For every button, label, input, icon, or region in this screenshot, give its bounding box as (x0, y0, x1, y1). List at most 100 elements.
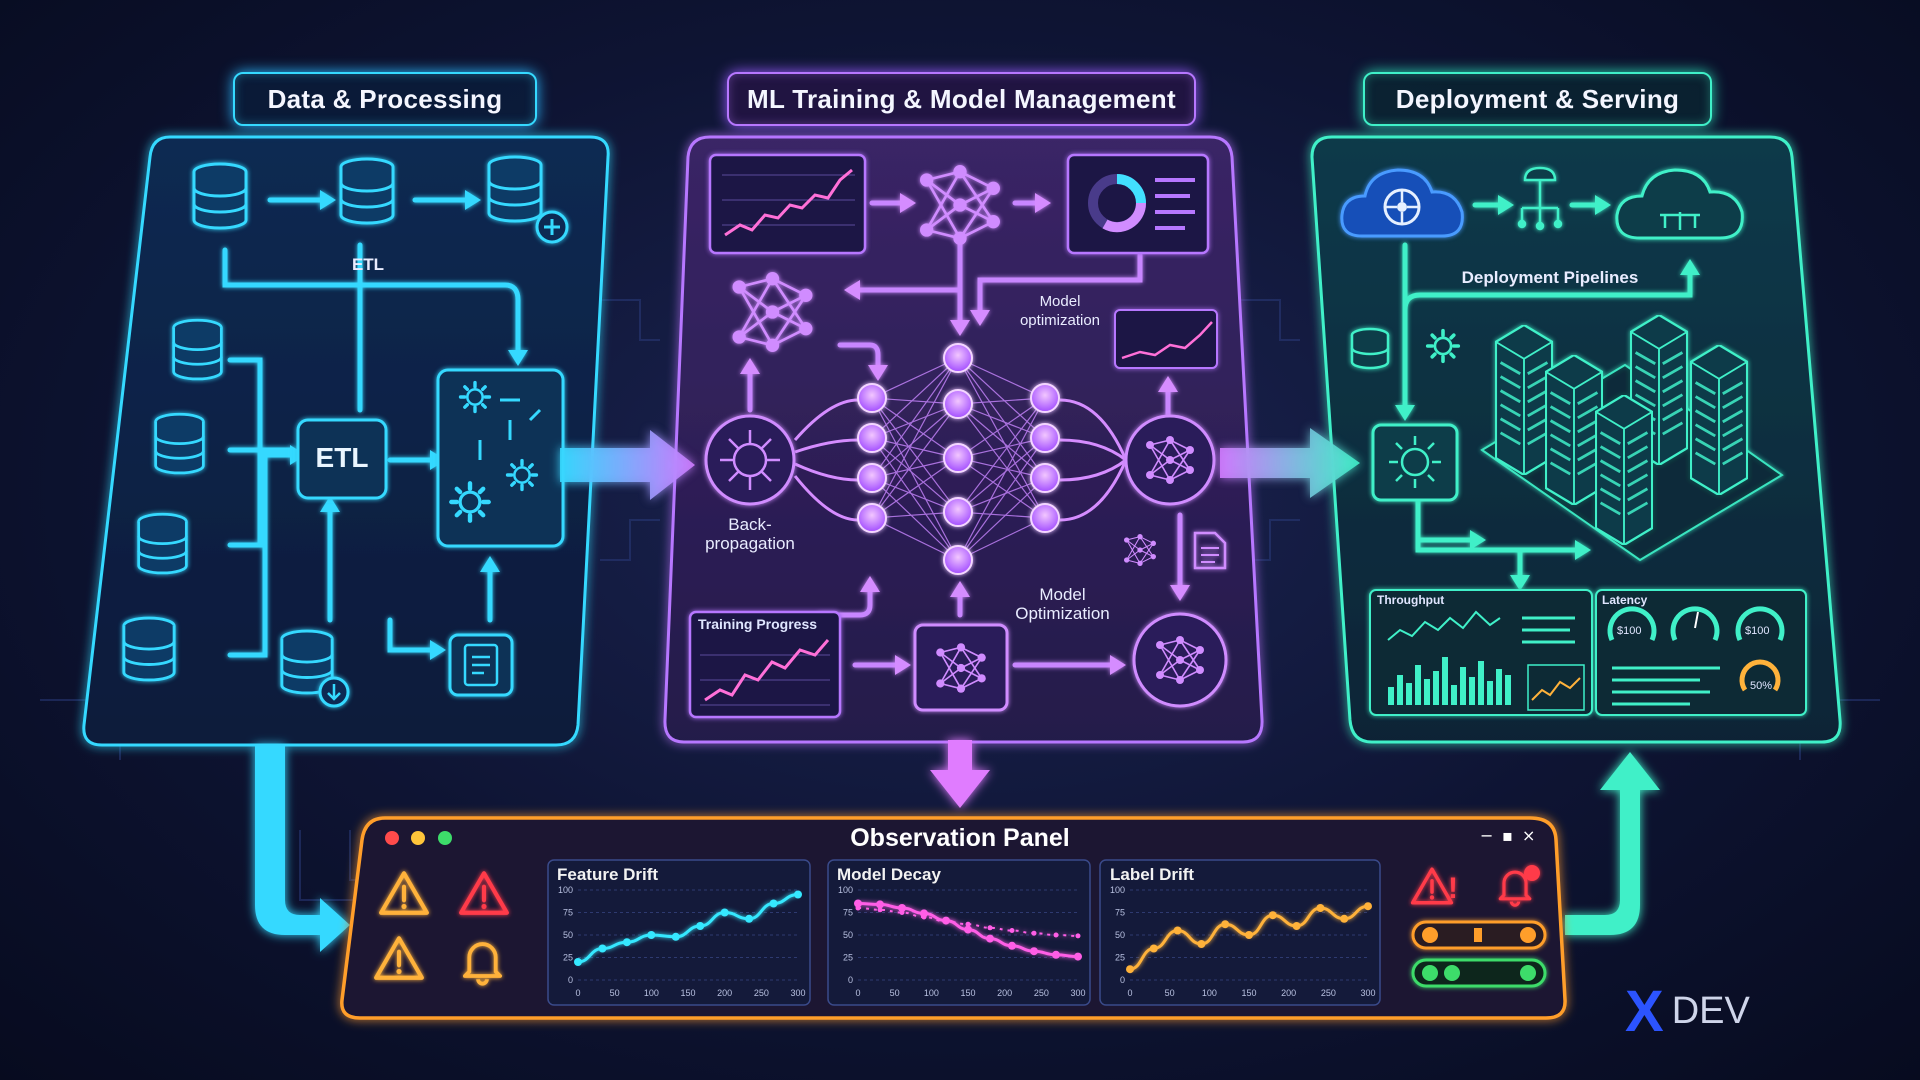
data-point (598, 944, 607, 953)
data-point (987, 925, 993, 931)
throughput-bar (1505, 675, 1511, 705)
observation-panel-title: Observation Panel (850, 824, 1070, 852)
x-tick-label: 0 (855, 988, 860, 998)
throughput-bar (1406, 683, 1412, 705)
data-point (1074, 952, 1082, 961)
etl-label-small: ETL (351, 255, 385, 274)
data-point (769, 899, 778, 908)
throughput-card (1369, 589, 1593, 716)
arrow-data-to-observation (255, 745, 350, 952)
data-point (1316, 904, 1325, 912)
y-tick-label: 100 (1110, 885, 1125, 895)
x-tick-label: 0 (1127, 988, 1132, 998)
window-traffic-lights (385, 831, 452, 845)
data-point (671, 932, 680, 941)
x-tick-label: 50 (610, 988, 620, 998)
throughput-label: Throughput (1377, 593, 1445, 607)
server-rack-cluster (1480, 315, 1784, 562)
x-tick-label: 150 (680, 988, 695, 998)
y-tick-label: 75 (1115, 908, 1125, 918)
model-decay-title: Model Decay (837, 865, 941, 884)
network-node (857, 503, 887, 533)
arrow-data-to-ml (560, 430, 695, 500)
arrow-ml-to-observation (930, 740, 990, 808)
data-point (745, 914, 754, 923)
brand-mark: X (1625, 979, 1664, 1044)
data-point (1173, 926, 1182, 935)
arrow-ml-to-deploy (1220, 428, 1360, 498)
data-point (855, 905, 861, 911)
y-tick-label: 0 (568, 975, 573, 985)
data-point (574, 958, 582, 966)
y-tick-label: 25 (843, 953, 853, 963)
throughput-bar (1451, 685, 1457, 705)
status-toggle-green[interactable] (1411, 958, 1547, 988)
data-flow-lines (222, 197, 521, 658)
data-point (720, 908, 729, 917)
data-point (622, 938, 631, 947)
dashboard-card (1066, 153, 1210, 255)
output-model-node (1124, 414, 1216, 506)
data-point (1009, 928, 1015, 933)
distribution-node-icon (1517, 166, 1563, 231)
training-progress-label: Training Progress (698, 616, 818, 632)
latency-gauge-value: $100 (1617, 625, 1642, 637)
series-line (577, 893, 799, 964)
close-button[interactable]: × (1522, 826, 1536, 845)
throughput-bar (1478, 661, 1484, 705)
throughput-bar (1388, 687, 1394, 705)
network-node (1030, 383, 1060, 413)
latency-label: Latency (1602, 593, 1648, 607)
network-node (943, 497, 973, 527)
processing-box (436, 368, 565, 548)
y-tick-label: 50 (1115, 930, 1125, 940)
data-point (921, 914, 927, 920)
y-tick-label: 75 (843, 908, 853, 918)
data-point (1053, 932, 1059, 938)
minimize-button[interactable]: − (1480, 826, 1494, 845)
model-optimization-bottom-label: Model Optimization (1015, 585, 1110, 623)
data-point (876, 900, 884, 909)
data-point (1149, 944, 1158, 953)
y-tick-label: 50 (563, 930, 573, 940)
network-node (943, 443, 973, 473)
backpropagation-label: Back- propagation (705, 515, 795, 553)
y-tick-label: 0 (848, 975, 853, 985)
throughput-bar (1460, 667, 1466, 705)
x-tick-label: 100 (1202, 988, 1217, 998)
deployment-pipelines-label: Deployment Pipelines (1461, 268, 1639, 287)
throughput-bar (1433, 671, 1439, 705)
throughput-bar (1415, 665, 1421, 705)
brand-name: DEV (1671, 990, 1750, 1032)
network-node (857, 463, 887, 493)
chart-frame (547, 859, 811, 1006)
x-tick-label: 250 (754, 988, 769, 998)
x-tick-label: 250 (1321, 988, 1336, 998)
x-tick-label: 100 (644, 988, 659, 998)
data-point (899, 910, 905, 915)
network-node (1030, 423, 1060, 453)
y-tick-label: 25 (1115, 953, 1125, 963)
deployed-model-node (1132, 612, 1228, 708)
data-point (794, 890, 802, 899)
data-point (1340, 914, 1349, 923)
training-chart-top (708, 153, 867, 255)
x-tick-label: 200 (717, 988, 732, 998)
data-point (647, 931, 656, 939)
x-tick-label: 50 (890, 988, 900, 998)
x-tick-label: 300 (1070, 988, 1085, 998)
database-icon (1350, 327, 1390, 370)
data-point (877, 907, 883, 913)
data-point (696, 922, 705, 930)
data-point (920, 909, 928, 918)
etl-box (296, 418, 388, 500)
x-tick-label: 150 (1241, 988, 1256, 998)
series-line (857, 907, 1079, 937)
status-toggle-orange[interactable] (1411, 920, 1547, 950)
download-icon (318, 676, 350, 708)
maximize-button[interactable]: ▪ (1502, 826, 1513, 845)
cloud-icon (1615, 168, 1744, 240)
ml-training-panel (663, 135, 1264, 744)
data-point (1008, 941, 1016, 950)
